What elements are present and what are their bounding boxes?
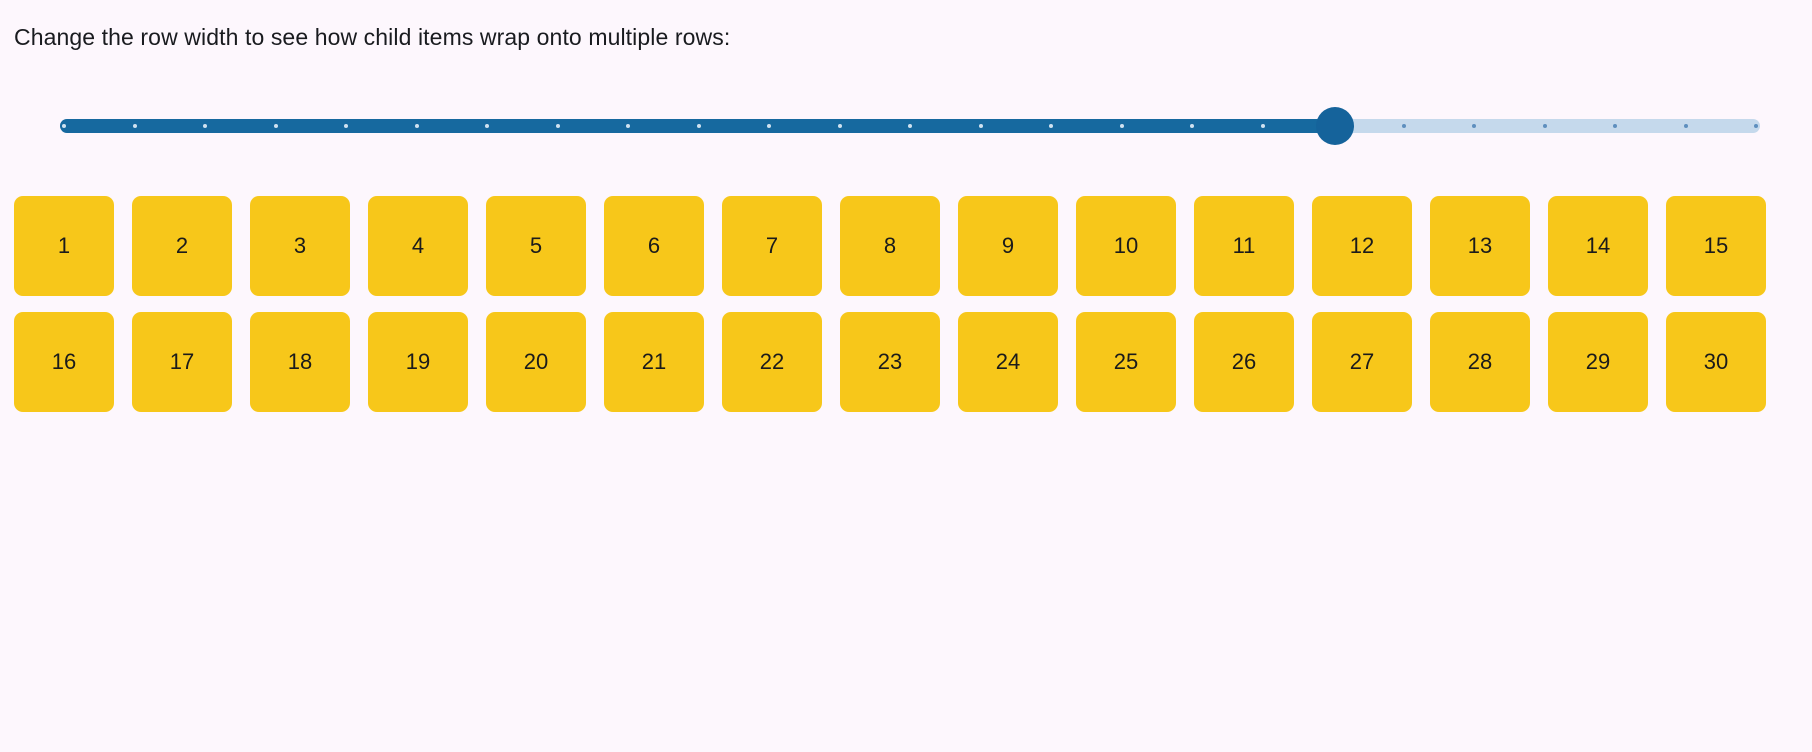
slider-tick [1260,124,1265,128]
grid-tile: 5 [486,196,586,296]
slider-tick [273,124,278,128]
grid-tile: 8 [840,196,940,296]
grid-tile: 14 [1548,196,1648,296]
grid-tile: 11 [1194,196,1294,296]
slider-tick [978,124,983,128]
grid-tile: 10 [1076,196,1176,296]
slider-tick [837,124,842,128]
grid-tile: 13 [1430,196,1530,296]
slider-tick [203,124,207,128]
grid-tile: 25 [1076,312,1176,412]
slider-thumb[interactable] [1316,107,1354,145]
slider-tick [344,124,348,128]
slider-tick [1754,124,1758,128]
slider-tick [908,124,912,128]
grid-tile: 21 [604,312,704,412]
grid-tile: 3 [250,196,350,296]
page-intro-text: Change the row width to see how child it… [14,24,731,50]
grid-tile: 1 [14,196,114,296]
slider-tick [1542,124,1547,128]
slider-tick [555,124,560,128]
slider-tick [1049,124,1053,128]
slider-tick [1119,124,1124,128]
grid-tile: 6 [604,196,704,296]
grid-tile: 17 [132,312,232,412]
grid-tile: 7 [722,196,822,296]
slider-tick [1190,124,1194,128]
grid-tile: 19 [368,312,468,412]
row-width-slider[interactable] [60,104,1760,150]
slider-tick [1401,124,1406,128]
grid-tile: 2 [132,196,232,296]
slider-tick [1472,124,1476,128]
grid-tile: 18 [250,312,350,412]
slider-tick [626,124,630,128]
grid-tile: 28 [1430,312,1530,412]
grid-tile: 20 [486,312,586,412]
grid-tile: 15 [1666,196,1766,296]
grid-tile: 9 [958,196,1058,296]
slider-tick [132,124,137,128]
grid-tile: 27 [1312,312,1412,412]
grid-tile: 23 [840,312,940,412]
slider-tick [696,124,701,128]
grid-tile: 12 [1312,196,1412,296]
slider-tick [62,124,66,128]
slider-tick [1613,124,1617,128]
grid-tile: 30 [1666,312,1766,412]
grid-tile: 22 [722,312,822,412]
slider-tick [485,124,489,128]
grid-tile: 16 [14,312,114,412]
slider-tick [414,124,419,128]
grid-tile: 26 [1194,312,1294,412]
slider-tick [767,124,771,128]
grid-tile: 4 [368,196,468,296]
slider-tick-marks [60,119,1760,133]
grid-tile: 24 [958,312,1058,412]
slider-tick [1683,124,1688,128]
grid-tile: 29 [1548,312,1648,412]
